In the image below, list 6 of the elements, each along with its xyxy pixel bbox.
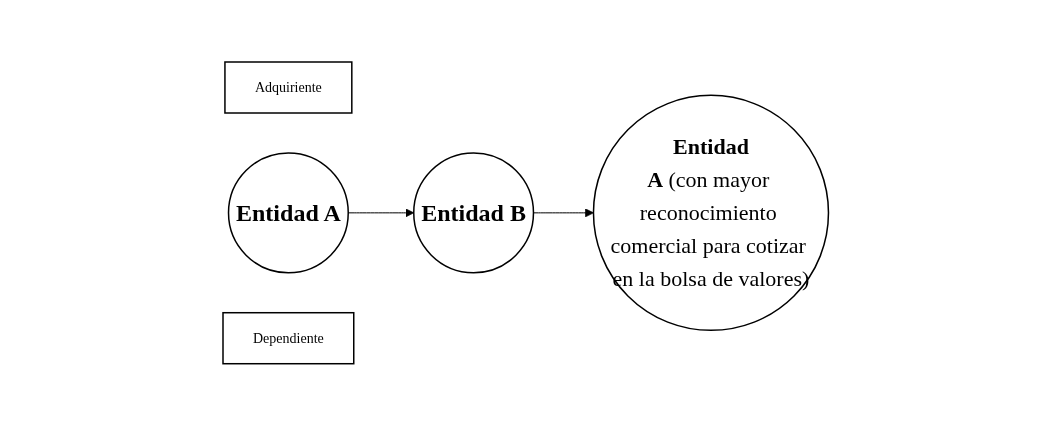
node-circle: Entidad A (con mayor reconocimiento comercial para cotizar en la bolsa de valores) (593, 94, 830, 332)
arrow (348, 208, 415, 218)
node-box: Adquiriente (224, 61, 353, 114)
node-circle: Entidad A (228, 152, 350, 274)
node-circle: Entidad B (413, 152, 535, 274)
node-box: Dependiente (222, 312, 355, 365)
